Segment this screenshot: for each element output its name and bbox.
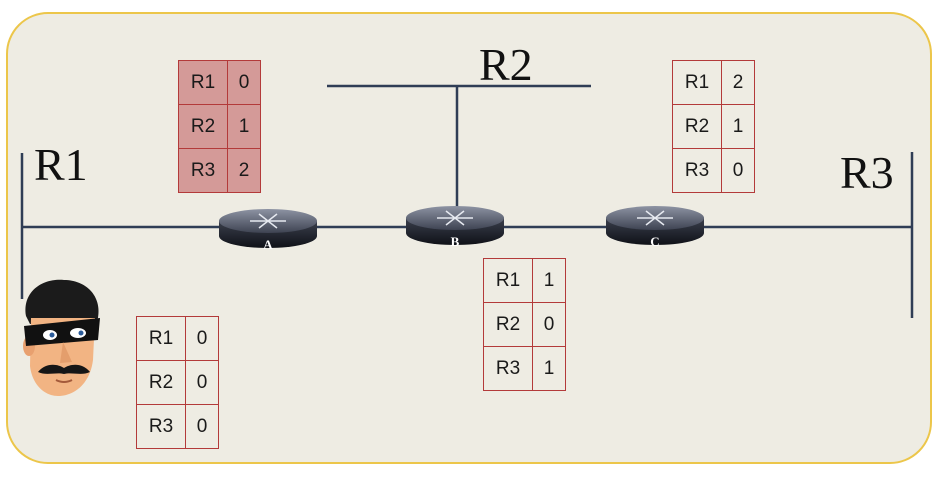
table-row: R3 0 <box>672 148 755 193</box>
table-cell-distance: 0 <box>227 60 261 105</box>
table-cell-dest: R1 <box>178 60 228 105</box>
table-cell-dest: R3 <box>483 346 533 391</box>
network-label-r1: R1 <box>34 139 88 190</box>
table-cell-dest: R3 <box>672 148 722 193</box>
router-c-icon <box>606 206 704 245</box>
table-cell-dest: R3 <box>178 148 228 193</box>
table-row: R2 1 <box>672 104 755 149</box>
table-cell-dest: R2 <box>136 360 186 405</box>
table-row: R2 1 <box>178 104 261 149</box>
table-row: R1 2 <box>672 60 755 105</box>
table-row: R1 0 <box>136 316 219 361</box>
table-cell-distance: 0 <box>185 360 219 405</box>
router-b-icon <box>406 206 504 245</box>
table-row: R3 0 <box>136 404 219 449</box>
table-cell-dest: R2 <box>483 302 533 347</box>
attacker-avatar-icon <box>23 279 100 396</box>
routing-table-router-a: R1 0 R2 1 R3 2 <box>178 60 261 193</box>
table-row: R1 1 <box>483 258 566 303</box>
network-label-r3: R3 <box>840 147 894 198</box>
table-cell-dest: R1 <box>672 60 722 105</box>
routing-table-router-b: R1 1 R2 0 R3 1 <box>483 258 566 391</box>
table-row: R3 2 <box>178 148 261 193</box>
table-cell-distance: 0 <box>532 302 566 347</box>
table-cell-distance: 1 <box>532 258 566 303</box>
table-row: R2 0 <box>483 302 566 347</box>
network-label-r2: R2 <box>479 39 533 90</box>
table-cell-dest: R3 <box>136 404 186 449</box>
table-cell-distance: 2 <box>227 148 261 193</box>
table-cell-dest: R1 <box>483 258 533 303</box>
router-label: B <box>451 234 460 249</box>
table-cell-distance: 1 <box>227 104 261 149</box>
table-cell-dest: R2 <box>178 104 228 149</box>
table-row: R1 0 <box>178 60 261 105</box>
router-a-icon <box>219 209 317 248</box>
table-cell-distance: 1 <box>532 346 566 391</box>
table-row: R2 0 <box>136 360 219 405</box>
table-cell-distance: 2 <box>721 60 755 105</box>
router-label: C <box>650 234 659 249</box>
table-row: R3 1 <box>483 346 566 391</box>
routing-table-router-c: R1 2 R2 1 R3 0 <box>672 60 755 193</box>
table-cell-distance: 0 <box>721 148 755 193</box>
table-cell-distance: 1 <box>721 104 755 149</box>
table-cell-distance: 0 <box>185 404 219 449</box>
table-cell-distance: 0 <box>185 316 219 361</box>
routing-table-attacker: R1 0 R2 0 R3 0 <box>136 316 219 449</box>
table-cell-dest: R2 <box>672 104 722 149</box>
router-label: A <box>263 237 273 252</box>
table-cell-dest: R1 <box>136 316 186 361</box>
